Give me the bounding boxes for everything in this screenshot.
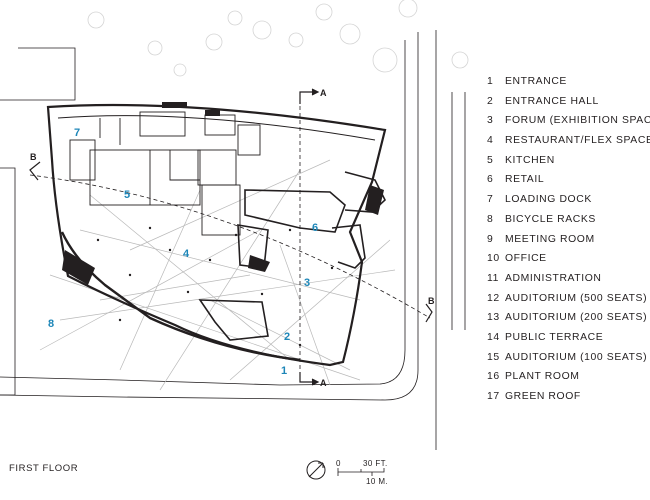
- sidewalk-edge: [0, 40, 406, 386]
- legend-number: 7: [487, 194, 494, 206]
- legend-number: 14: [487, 331, 500, 343]
- legend-label: RESTAURANT/FLEX SPACE: [505, 135, 650, 147]
- room-label-6: 6: [312, 222, 318, 234]
- legend-item: 12 AUDITORIUM (500 SEATS): [487, 292, 650, 312]
- floor-plan: 1 2 3 4 5 6 7 8 A A B B: [0, 0, 469, 480]
- legend-number: 12: [487, 292, 500, 304]
- room-label-1: 1: [281, 365, 287, 377]
- legend-label: OFFICE: [505, 253, 547, 265]
- section-label-b-left: B: [30, 152, 37, 162]
- neighbor-building-lower: [0, 167, 16, 396]
- scale-feet: 30 FT.: [363, 459, 388, 468]
- scale-meters: 10 M.: [366, 477, 388, 485]
- legend-item: 3 FORUM (EXHIBITION SPACE): [487, 114, 650, 134]
- auditorium-wall: [331, 171, 386, 269]
- legend-label: ENTRANCE: [505, 76, 567, 87]
- legend-number: 2: [487, 95, 494, 107]
- legend-number: 4: [487, 135, 494, 147]
- inner-facade: [57, 115, 376, 141]
- legend-label: ADMINISTRATION: [505, 272, 602, 284]
- legend-item: 16 PLANT ROOM: [487, 370, 650, 390]
- legend-label: PUBLIC TERRACE: [505, 331, 604, 343]
- legend-item: 14 PUBLIC TERRACE: [487, 331, 650, 351]
- curb-edge: [0, 32, 419, 401]
- road-edge-inner: [451, 92, 466, 330]
- building-outline: [46, 103, 387, 367]
- room-label-8: 8: [48, 318, 54, 330]
- room-label-4: 4: [183, 248, 190, 260]
- legend-label: KITCHEN: [505, 154, 555, 166]
- legend-item: 5 KITCHEN: [487, 154, 650, 174]
- legend-number: 9: [487, 233, 494, 245]
- legend-label: AUDITORIUM (500 SEATS): [505, 292, 648, 304]
- legend-number: 16: [487, 371, 500, 383]
- site-context: [0, 30, 466, 450]
- legend-label: LOADING DOCK: [505, 194, 592, 206]
- entrance-hall-objects: [198, 224, 269, 341]
- legend: 1 ENTRANCE 2 ENTRANCE HALL 3 FORUM (EXHIBIT…: [487, 75, 650, 410]
- legend-item: 13 AUDITORIUM (200 SEATS): [487, 311, 650, 331]
- room-label-2: 2: [284, 331, 290, 343]
- room-label-3: 3: [304, 277, 310, 289]
- legend-number: 1: [487, 76, 494, 87]
- retail-block: [244, 189, 346, 233]
- section-cut-lines: [29, 92, 431, 380]
- legend-item: 11 ADMINISTRATION: [487, 272, 650, 292]
- paving-dots: [96, 226, 334, 347]
- section-label-a-top: A: [320, 88, 327, 98]
- room-label-5: 5: [124, 189, 130, 201]
- legend-number: 10: [487, 253, 500, 265]
- interior-walls: [69, 111, 261, 236]
- legend-item: 4 RESTAURANT/FLEX SPACE: [487, 134, 650, 154]
- legend-item: 9 MEETING ROOM: [487, 233, 650, 253]
- legend-number: 15: [487, 351, 500, 363]
- room-label-7: 7: [74, 127, 80, 139]
- neighbor-building: [0, 47, 76, 101]
- legend-number: 5: [487, 154, 494, 166]
- legend-item: 1 ENTRANCE: [487, 75, 650, 95]
- legend-item: 15 AUDITORIUM (100 SEATS): [487, 351, 650, 371]
- trees: [87, 0, 469, 77]
- stair-hatches: [62, 102, 384, 285]
- legend-label: AUDITORIUM (200 SEATS): [505, 312, 648, 324]
- legend-number: 6: [487, 174, 494, 186]
- legend-label: FORUM (EXHIBITION SPACE): [505, 115, 650, 127]
- legend-label: MEETING ROOM: [505, 233, 595, 245]
- floor-caption: FIRST FLOOR: [9, 463, 79, 474]
- legend-label: ENTRANCE HALL: [505, 95, 599, 107]
- legend-number: 17: [487, 391, 500, 402]
- legend-item: 6 RETAIL: [487, 173, 650, 193]
- legend-label: BICYCLE RACKS: [505, 213, 596, 225]
- legend-label: GREEN ROOF: [505, 391, 581, 402]
- scale-bar: 0 30 FT. 10 M.: [336, 459, 388, 485]
- building: [46, 103, 387, 367]
- section-arrows: [29, 88, 433, 386]
- legend-label: PLANT ROOM: [505, 371, 580, 383]
- legend-item: 7 LOADING DOCK: [487, 193, 650, 213]
- legend-item: 8 BICYCLE RACKS: [487, 213, 650, 233]
- legend-number: 11: [487, 272, 499, 284]
- legend-number: 3: [487, 115, 494, 127]
- legend-item: 10 OFFICE: [487, 252, 650, 272]
- north-arrow: [306, 460, 326, 480]
- legend-label: RETAIL: [505, 174, 545, 186]
- curved-glass-wall: [60, 231, 301, 362]
- legend-item: 17 GREEN ROOF: [487, 390, 650, 410]
- section-label-a-bottom: A: [320, 378, 327, 388]
- legend-item: 2 ENTRANCE HALL: [487, 95, 650, 115]
- legend-label: AUDITORIUM (100 SEATS): [505, 351, 648, 363]
- scale-zero: 0: [336, 459, 341, 468]
- section-label-b-right: B: [428, 296, 435, 306]
- legend-number: 13: [487, 312, 500, 324]
- legend-number: 8: [487, 213, 494, 225]
